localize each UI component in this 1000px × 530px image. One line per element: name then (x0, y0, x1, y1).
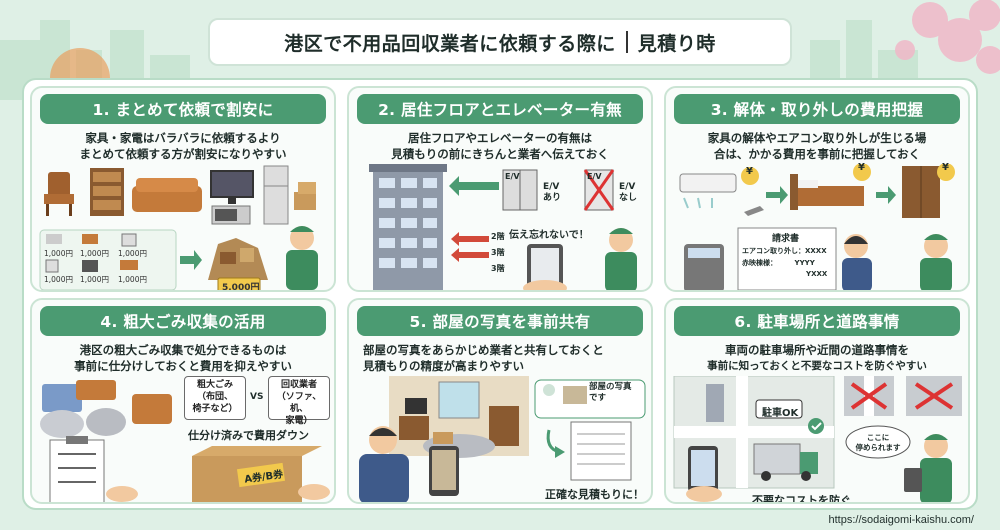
panel-bulky-waste: 4. 粗大ごみ収集の活用 港区の粗大ごみ収集で処分できるものは 事前に仕分けして… (30, 298, 336, 504)
yen-symbol: ¥ (942, 162, 949, 173)
panel-6-description: 車両の駐車場所や近間の道路事情を 事前に知っておくと不要なコストを防ぐやすい (676, 342, 958, 374)
panel-4-heading: 4. 粗大ごみ収集の活用 (40, 306, 326, 336)
photo-bubble: 部屋の写真 です (589, 382, 632, 404)
bulky-waste-tag: 粗大ごみ （布団、 椅子など） (184, 376, 246, 420)
reminder-bubble: 伝え忘れないで！ (509, 230, 589, 241)
panel-3-desc-line2: 合は、かかる費用を事前に把握しておく (713, 147, 921, 161)
parking-map-illustration (673, 376, 962, 502)
panel-room-photos: 5. 部屋の写真を事前共有 部屋の写真をあらかじめ業者と共有しておくと 見積もり… (347, 298, 653, 504)
parking-bubble: ここに 停められます (852, 433, 904, 453)
panel-6-desc-line2: 事前に知っておくと不要なコストを防ぐやすい (707, 360, 927, 372)
panel-6-heading: 6. 駐車場所と道路事情 (674, 306, 960, 336)
parking-ok-label: 駐車OK (762, 408, 799, 419)
price-label: 1,000円 (80, 275, 109, 284)
panel-5-desc-line1: 部屋の写真をあらかじめ業者と共有しておくと (363, 343, 604, 357)
floor-label: 2階 (491, 232, 505, 241)
panel-3-description: 家具の解体やエアコン取り外しが生じる場 合は、かかる費用を事前に把握しておく (676, 130, 958, 162)
collector-tag: 回収業者 （ソファ、机、 家電） (268, 376, 330, 426)
price-label: 1,000円 (44, 275, 73, 284)
yen-symbol: ¥ (858, 162, 865, 173)
tag-line: 椅子など） (192, 404, 238, 414)
panel-5-desc-line2: 見積もりの精度が高まりやすい (363, 359, 524, 373)
bubble-line: ここに (866, 433, 890, 442)
dismantle-illustration (679, 164, 955, 290)
accurate-caption: 正確な見積もりに！ (545, 488, 644, 501)
price-label: 1,000円 (44, 249, 73, 258)
panel-4-desc-line2: 事前に仕分けしておくと費用を抑えやすい (74, 359, 292, 373)
panel-2-desc-line2: 見積もりの前にきちんと業者へ伝えておく (391, 147, 609, 161)
panel-3-heading: 3. 解体・取り外しの費用把握 (674, 94, 960, 124)
furniture-illustration (39, 165, 318, 290)
panel-parking-road: 6. 駐車場所と道路事情 車両の駐車場所や近間の道路事情を 事前に知っておくと不… (664, 298, 970, 504)
panel-floor-elevator: 2. 居住フロアとエレベーター有無 居住フロアやエレベーターの有無は 見積もりの… (347, 86, 653, 292)
ev-no-label: E/V なし (619, 182, 638, 203)
tag-line: 粗大ごみ (196, 380, 233, 390)
panel-1-heading: 1. まとめて依頼で割安に (40, 94, 326, 124)
price-label: 1,000円 (118, 275, 147, 284)
invoice-title: 請求書 (772, 234, 800, 244)
yen-symbol: ¥ (746, 166, 753, 177)
avoid-cost-caption: 不要なコストを防ぐ (752, 494, 851, 504)
bulky-waste-illustration (40, 380, 330, 502)
page-title: 港区で不用品回収業者に依頼する際に 見積り時 (208, 18, 792, 66)
sorted-caption: 仕分け済みで費用ダウン (188, 429, 309, 442)
title-main: 港区で不用品回収業者に依頼する際に (284, 32, 616, 55)
title-separator (625, 31, 628, 53)
room-photo-illustration (359, 376, 646, 502)
bubble-line: 停められます (855, 443, 901, 452)
tag-line: （ソファ、机、 (276, 392, 322, 414)
invoice-line: 赤映棟様： YYYY (742, 259, 815, 267)
ev-yes-label: E/V あり (543, 182, 562, 203)
invoice-line: YXXX (806, 270, 828, 278)
panel-2-heading: 2. 居住フロアとエレベーター有無 (357, 94, 643, 124)
panel-1-desc-line2: まとめて依頼する方が割安になりやすい (79, 147, 287, 161)
building-illustration (369, 164, 637, 290)
tag-line: 家電） (285, 416, 313, 426)
panel-1-desc-line1: 家具・家電はバラバラに依頼するより (85, 131, 281, 145)
title-sub: 見積り時 (637, 32, 716, 55)
total-price: 5,000円 (222, 283, 260, 292)
panel-5-heading: 5. 部屋の写真を事前共有 (357, 306, 643, 336)
bubble-line: です (589, 393, 607, 403)
invoice-line: エアコン取り外し：XXXX (742, 247, 827, 255)
panel-dismantle-cost: 3. 解体・取り外しの費用把握 家具の解体やエアコン取り外しが生じる場 合は、か… (664, 86, 970, 292)
bubble-line: 部屋の写真 (589, 382, 632, 392)
floor-label: 3階 (491, 248, 505, 257)
panel-5-description: 部屋の写真をあらかじめ業者と共有しておくと 見積もりの精度が高まりやすい (363, 342, 641, 374)
tag-line: 回収業者 (280, 380, 317, 390)
price-label: 1,000円 (118, 249, 147, 258)
panel-6-desc-line1: 車両の駐車場所や近間の道路事情を (725, 343, 909, 357)
panel-3-desc-line1: 家具の解体やエアコン取り外しが生じる場 (707, 131, 927, 145)
ev-no-top: E/V (587, 172, 602, 181)
panel-2-desc-line1: 居住フロアやエレベーターの有無は (408, 131, 592, 145)
ev-yes-top: E/V (505, 172, 520, 181)
site-url[interactable]: https://sodaigomi-kaishu.com/ (828, 514, 974, 526)
panel-bulk-request: 1. まとめて依頼で割安に 家具・家電はバラバラに依頼するより まとめて依頼する… (30, 86, 336, 292)
tag-line: （布団、 (196, 392, 233, 402)
price-label: 1,000円 (80, 249, 109, 258)
floor-label: 3階 (491, 264, 505, 273)
panel-4-description: 港区の粗大ごみ収集で処分できるものは 事前に仕分けしておくと費用を抑えやすい (42, 342, 324, 374)
panel-4-desc-line1: 港区の粗大ごみ収集で処分できるものは (79, 343, 287, 357)
vs-label: VS (250, 392, 264, 402)
panel-1-description: 家具・家電はバラバラに依頼するより まとめて依頼する方が割安になりやすい (42, 130, 324, 162)
panel-2-description: 居住フロアやエレベーターの有無は 見積もりの前にきちんと業者へ伝えておく (359, 130, 641, 162)
